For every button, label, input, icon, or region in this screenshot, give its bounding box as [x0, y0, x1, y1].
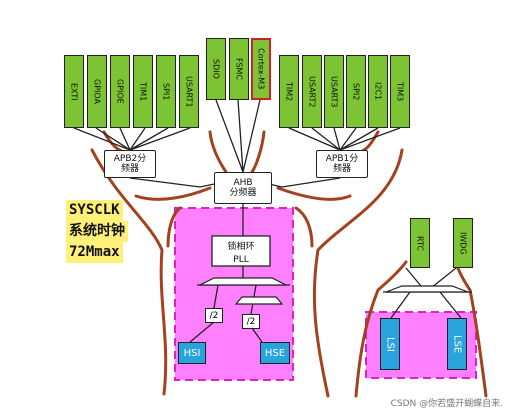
hse-oscillator: HSE	[260, 342, 290, 364]
hsi-divider: /2	[205, 308, 223, 323]
peripheral-rtc: RTC	[410, 218, 430, 268]
peripheral-label: I2C1	[373, 82, 383, 101]
hsi-oscillator: HSI	[178, 342, 206, 364]
peripheral-iwdg: IWDG	[453, 218, 473, 268]
pll-label-1: 锁相环	[227, 240, 254, 252]
ahb-label-1: AHB	[233, 178, 253, 188]
peripheral-label: SPI1	[161, 82, 171, 101]
apb1-prescaler: APB1分频器	[316, 150, 368, 178]
peripheral-label: EXTI	[69, 82, 79, 101]
watermark: CSDN @你若盛开蝴蝶自来.	[390, 399, 503, 409]
apb1-label-2: 频器	[332, 164, 351, 174]
hsi-label: HSI	[183, 347, 201, 359]
sysclk-subtitle: 系统时钟	[66, 221, 128, 242]
pll-label-2: PLL	[233, 255, 248, 265]
peripheral-usart2: USART2	[302, 55, 322, 128]
hse-divider: /2	[242, 314, 260, 329]
peripheral-gpioa: GPIOA	[87, 55, 107, 128]
rtc-mux	[385, 285, 469, 293]
divider-label: /2	[209, 310, 219, 321]
peripheral-usart1: USART1	[179, 55, 199, 128]
peripheral-label: TIM2	[284, 81, 294, 102]
lse-label: LSE	[451, 334, 463, 354]
apb1-label-1: APB1分	[325, 154, 359, 164]
peripheral-label: FSMC	[234, 57, 244, 81]
peripheral-sdio: SDIO	[206, 38, 226, 100]
hse-label: HSE	[264, 347, 286, 359]
peripheral-tim2: TIM2	[279, 55, 299, 128]
peripheral-fsmc: FSMC	[229, 38, 249, 100]
peripheral-i2c1: I2C1	[368, 55, 388, 128]
peripheral-tim1: TIM1	[133, 55, 153, 128]
peripheral-label: USART3	[329, 75, 339, 108]
pll-input-mux	[234, 296, 284, 305]
peripheral-label: USART2	[307, 75, 317, 108]
peripheral-label: GPIOE	[115, 79, 125, 104]
lse-oscillator: LSE	[447, 318, 467, 370]
apb2-label-1: APB2分	[113, 154, 147, 164]
sysclk-mux	[199, 277, 287, 286]
peripheral-label: Cortex-M3	[256, 48, 266, 90]
divider-label: /2	[246, 316, 256, 327]
iwdg-label: IWDG	[458, 231, 468, 255]
small-tree-outline	[354, 260, 488, 398]
peripheral-spi2: SPI2	[346, 55, 366, 128]
ahb-label-2: 分频器	[229, 188, 257, 198]
peripheral-label: TIM1	[138, 81, 148, 102]
peripheral-label: SPI2	[351, 82, 361, 101]
apb2-label-2: 频器	[120, 164, 139, 174]
sysclk-annotation: SYSCLK 系统时钟 72Mmax	[66, 200, 128, 263]
peripheral-label: GPIOA	[92, 78, 102, 104]
peripheral-label: SDIO	[211, 59, 221, 79]
sysclk-title: SYSCLK	[66, 200, 123, 221]
peripheral-exti: EXTI	[64, 55, 84, 128]
tree-trunk-outline	[90, 130, 404, 398]
peripheral-label: USART1	[184, 75, 194, 108]
peripheral-label: TIM3	[395, 81, 405, 102]
peripheral-usart3: USART3	[324, 55, 344, 128]
peripheral-cortex-m3: Cortex-M3	[251, 38, 271, 100]
peripheral-tim3: TIM3	[390, 55, 410, 128]
peripheral-spi1: SPI1	[156, 55, 176, 128]
pll-block	[211, 235, 271, 267]
sysclk-max: 72Mmax	[66, 242, 123, 263]
rtc-label: RTC	[415, 235, 425, 251]
lsi-oscillator: LSI	[380, 318, 400, 370]
lsi-label: LSI	[384, 336, 396, 352]
peripheral-gpioe: GPIOE	[110, 55, 130, 128]
apb2-prescaler: APB2分频器	[104, 150, 156, 178]
